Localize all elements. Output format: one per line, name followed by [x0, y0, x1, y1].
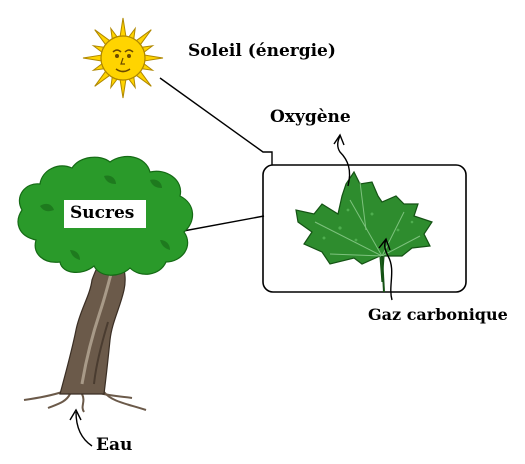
water-arrow-icon	[76, 412, 92, 446]
sugars-label: Sucres	[70, 205, 134, 222]
sun-label: Soleil (énergie)	[188, 43, 336, 60]
co2-label: Gaz carbonique	[368, 307, 508, 323]
oxygen-label: Oxygène	[270, 109, 351, 126]
water-label: Eau	[96, 437, 132, 454]
sun-ray	[143, 55, 163, 61]
sun-icon	[83, 18, 163, 98]
sun-ray	[83, 55, 103, 61]
sun-ray	[120, 78, 126, 98]
tree-icon	[18, 157, 192, 412]
sun-ray	[120, 18, 126, 38]
